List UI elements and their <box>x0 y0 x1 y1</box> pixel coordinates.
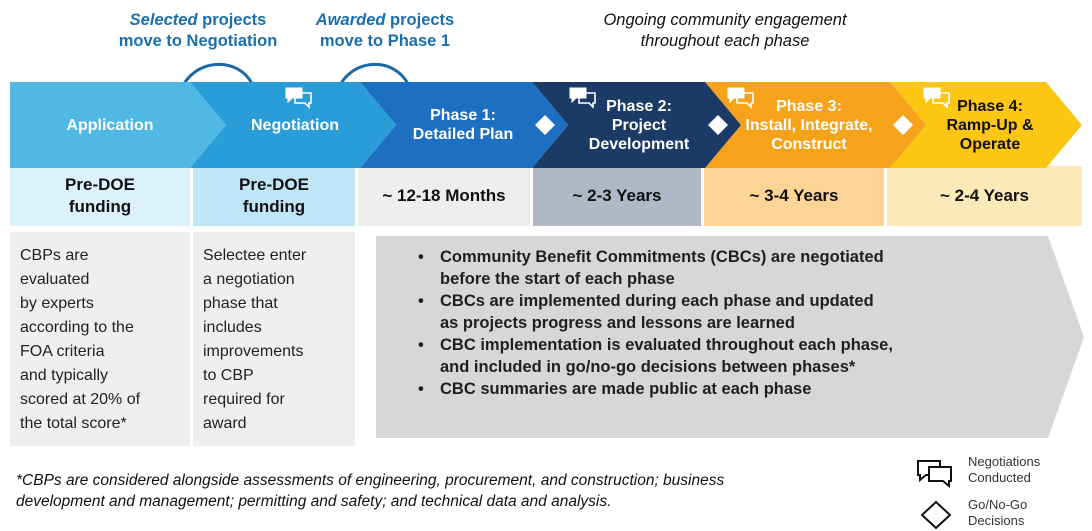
duration-negotiation: Pre-DOE funding <box>239 175 309 216</box>
duration-phase2: ~ 2-3 Years <box>572 186 662 205</box>
diamond-icon <box>893 115 913 135</box>
duration-cell-bg <box>358 166 530 226</box>
list-item: CBCs are implemented during each phase a… <box>410 290 1050 334</box>
diamond-icon <box>708 115 728 135</box>
duration-cell-bg <box>533 166 701 226</box>
legend-icons <box>917 460 952 530</box>
speech-bubbles-icon <box>923 87 950 109</box>
duration-phase1: ~ 12-18 Months <box>382 186 506 205</box>
awarded-projects-note: Awarded projects move to Phase 1 <box>315 11 455 50</box>
awarded-note-line2: move to Phase 1 <box>319 32 451 50</box>
phase-label-phase3: Phase 3: Install, Integrate, Construct <box>745 97 873 153</box>
application-description: CBPs are evaluated by experts according … <box>10 232 190 446</box>
phase-label-phase1: Phase 1: Detailed Plan <box>412 107 514 143</box>
duration-phase3: ~ 3-4 Years <box>749 186 839 205</box>
phase-chevron <box>190 82 396 168</box>
selected-projects-note: Selected projects move to Negotiation <box>118 11 278 50</box>
phase-chevron <box>10 82 226 168</box>
speech-bubbles-icon <box>569 87 596 109</box>
negotiation-description: Selectee enter a negotiation phase that … <box>193 232 355 446</box>
list-item: CBC implementation is evaluated througho… <box>410 334 1050 378</box>
duration-cell-bg <box>704 166 884 226</box>
legend-gonogo-label: Go/No-Go Decisions <box>968 497 1028 528</box>
speech-bubbles-icon <box>917 460 952 489</box>
selected-note-line2: move to Negotiation <box>118 32 278 50</box>
duration-cell-bg <box>193 166 355 226</box>
phase-label-negotiation: Negotiation <box>251 116 339 134</box>
legend-negotiations-label: Negotiations Conducted <box>968 454 1041 485</box>
cbc-bullet-list: Community Benefit Commitments (CBCs) are… <box>410 246 1050 400</box>
phase-chevron <box>705 82 926 168</box>
duration-cell-bg <box>887 166 1082 226</box>
speech-bubbles-icon <box>285 87 312 109</box>
diamond-icon <box>920 500 952 530</box>
list-item: CBC summaries are made public at each ph… <box>410 378 1050 400</box>
speech-bubbles-icon <box>727 87 754 109</box>
phase-label-phase4: Phase 4: Ramp-Up & Operate <box>946 97 1034 153</box>
duration-phase4: ~ 2-4 Years <box>939 186 1030 205</box>
list-item: Community Benefit Commitments (CBCs) are… <box>410 246 1050 290</box>
duration-application: Pre-DOE funding <box>65 175 135 216</box>
diamond-icon <box>535 115 555 135</box>
phase-label-phase2: Phase 2: Project Development <box>588 97 690 153</box>
ongoing-engagement-note: Ongoing community engagement throughout … <box>603 11 847 50</box>
duration-cell-bg <box>10 166 190 226</box>
phase-chevron <box>360 82 568 168</box>
phase-label-application: Application <box>66 116 154 134</box>
footnote: *CBPs are considered alongside assessmen… <box>16 472 725 510</box>
